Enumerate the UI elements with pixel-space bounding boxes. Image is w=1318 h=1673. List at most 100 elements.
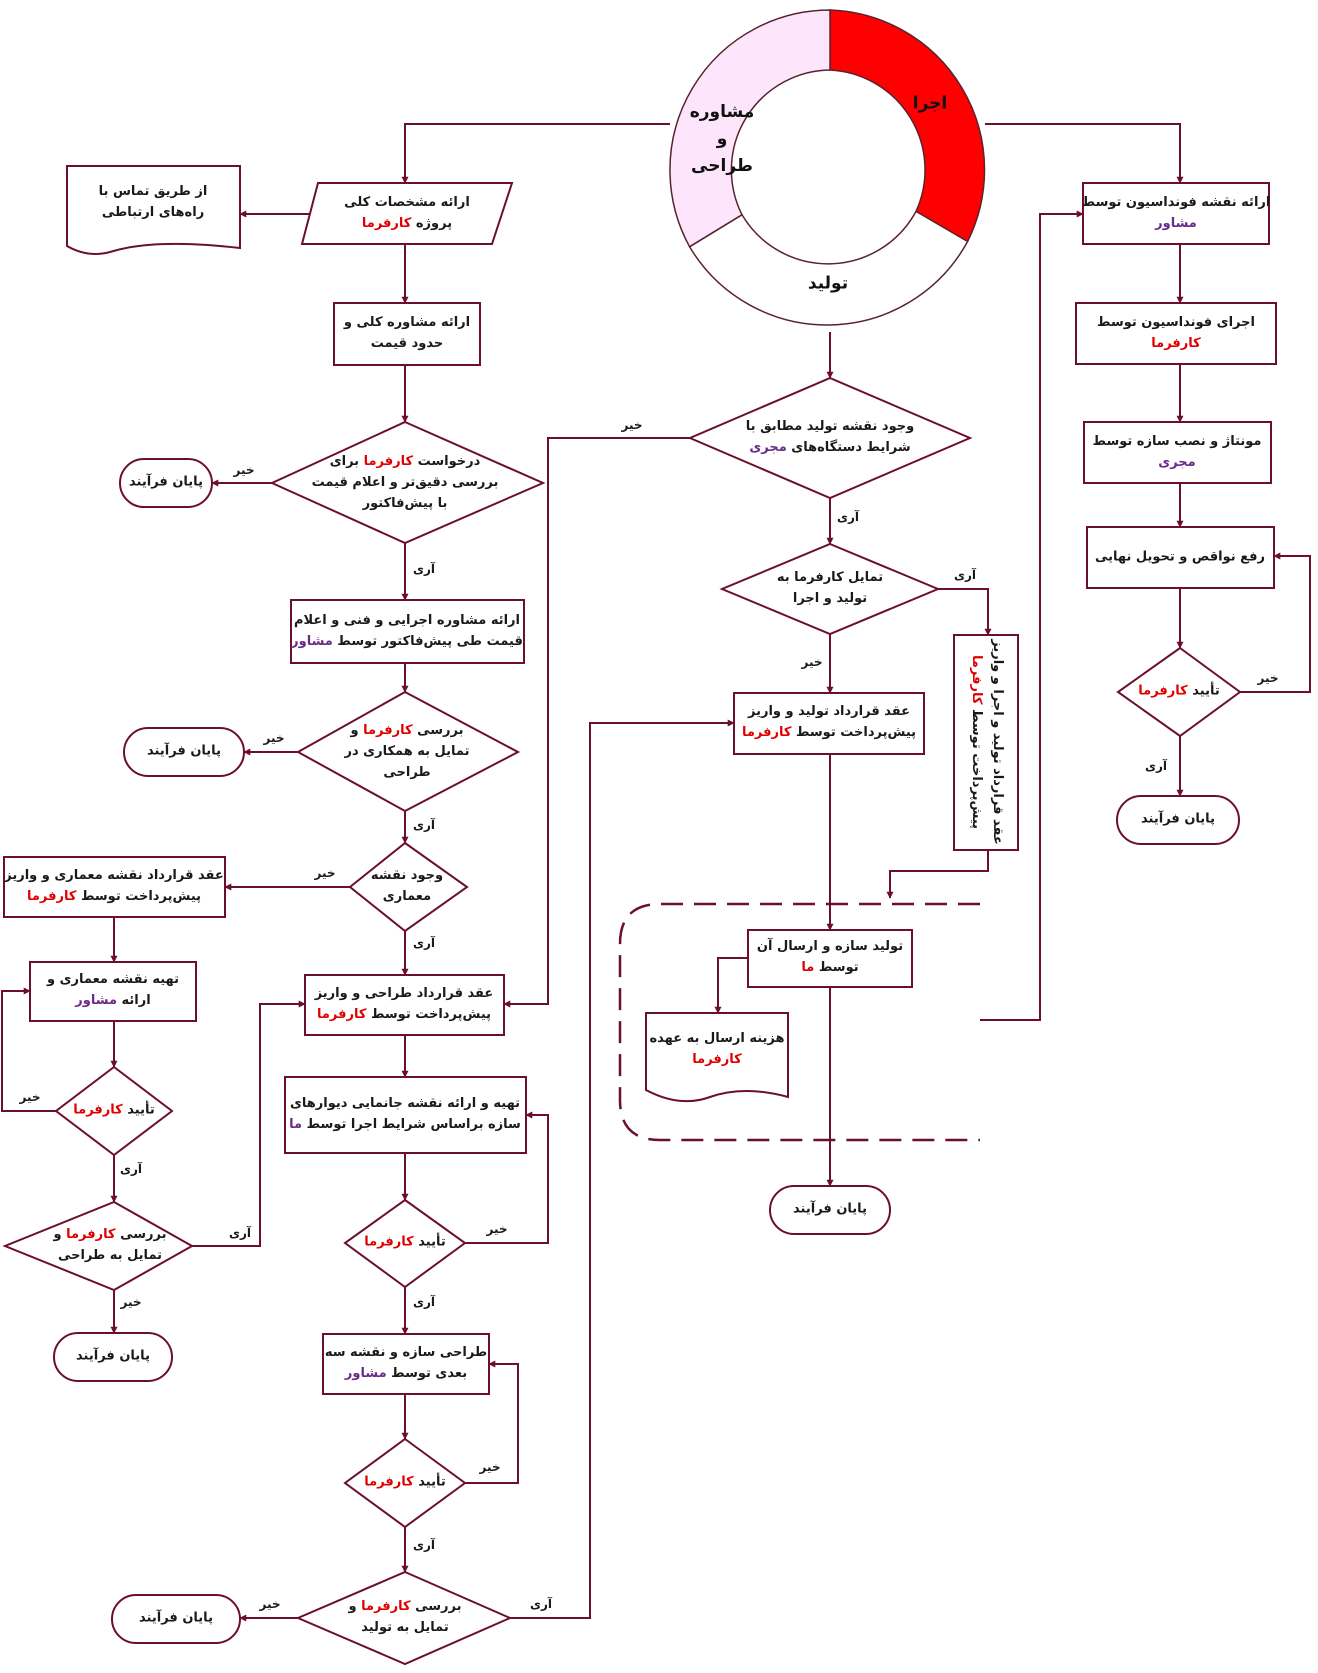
- node-consult: [333, 302, 481, 366]
- node-archprep: [29, 961, 197, 1022]
- label-no-prodmap: خیر: [621, 418, 643, 432]
- node-approveR: [1116, 646, 1242, 738]
- label-yes-request: آری: [412, 562, 436, 576]
- text-end5: پایان فرآیند: [793, 1201, 867, 1217]
- ring-segment-consult: [669, 9, 831, 248]
- node-end1: [119, 458, 213, 508]
- node-end5: [769, 1185, 891, 1235]
- node-contact: [66, 165, 241, 255]
- node-spec: [300, 182, 514, 245]
- ring-label-consult: مشاوره و طراحی: [690, 99, 755, 181]
- node-approve2: [343, 1437, 467, 1529]
- phase-ring: [669, 9, 986, 326]
- production-group-box: [618, 902, 980, 1142]
- ring-segment-execute: [829, 9, 986, 243]
- ring-consult-line3: طراحی: [691, 156, 753, 177]
- text-end3: پایان فرآیند: [76, 1348, 150, 1364]
- label-yes-prodmap: آری: [836, 510, 860, 524]
- node-review2: [2, 1200, 195, 1292]
- label-no-approveL: خیر: [19, 1090, 41, 1104]
- ring-label-execute: اجرا: [912, 93, 948, 114]
- edge-approveR-fix-no: [1240, 552, 1311, 693]
- node-request: [269, 420, 546, 545]
- node-fix: [1086, 526, 1275, 589]
- label-yes-archexist: آری: [412, 936, 436, 950]
- ring-consult-line2: و: [716, 129, 728, 150]
- label-no-review2: خیر: [120, 1295, 142, 1309]
- edge-ring-spec: [401, 123, 670, 184]
- text-fix: رفع نواقص و تحویل نهایی: [1094, 549, 1266, 565]
- edge-review2-designcontract: [192, 1000, 306, 1247]
- edge-approve1-layout-no: [465, 1111, 549, 1244]
- label-no-archexist: خیر: [314, 866, 336, 880]
- node-struct: [322, 1333, 490, 1395]
- text-approve2: تأیید کارفرما: [364, 1474, 446, 1490]
- edge-approve2-struct-no: [465, 1360, 519, 1484]
- edge-ring-foundmap: [985, 123, 1184, 184]
- text-end4: پایان فرآیند: [139, 1610, 213, 1626]
- label-yes-review1: آری: [412, 818, 436, 832]
- label-no-approve1: خیر: [486, 1222, 508, 1236]
- node-review1: [295, 690, 521, 813]
- node-mount: [1083, 421, 1272, 484]
- node-end3: [53, 1332, 173, 1382]
- ring-consult-line1: مشاوره: [689, 102, 755, 123]
- text-end1: پایان فرآیند: [129, 474, 203, 490]
- ring-segment-produce: [688, 210, 969, 326]
- label-yes-approve2: آری: [412, 1538, 436, 1552]
- edge-produce-shipcost: [714, 957, 748, 1014]
- edge-dashbox-foundmap: [980, 210, 1084, 1021]
- node-archcontract: [3, 856, 226, 918]
- node-fullcontract: [953, 634, 1019, 851]
- label-no-approveR: خیر: [1257, 671, 1279, 685]
- ring-label-produce: تولید: [807, 273, 849, 294]
- node-layout: [284, 1076, 527, 1154]
- node-found: [1075, 302, 1277, 365]
- edge-review3-prodcontract: [510, 719, 735, 1619]
- node-end4: [111, 1594, 241, 1644]
- label-yes-review3: آری: [529, 1597, 553, 1611]
- node-produce: [747, 929, 913, 988]
- text-approveR: تأیید کارفرما: [1138, 683, 1220, 699]
- node-end2: [123, 727, 245, 777]
- label-no-review1: خیر: [263, 731, 285, 745]
- label-no-review3: خیر: [259, 1597, 281, 1611]
- node-prodmap: [687, 376, 973, 500]
- edge-wish-fullcontract: [938, 588, 992, 636]
- text-end2: پایان فرآیند: [147, 743, 221, 759]
- node-prodcontract: [733, 692, 925, 755]
- label-yes-approveR: آری: [1144, 759, 1168, 773]
- node-end6: [1116, 795, 1240, 845]
- label-yes-review2: آری: [228, 1226, 252, 1240]
- node-designcontract: [304, 974, 505, 1036]
- node-approve1: [343, 1198, 467, 1289]
- node-foundmap: [1082, 182, 1270, 245]
- node-archexist: [348, 841, 469, 933]
- text-approveL: تأیید کارفرما: [73, 1102, 155, 1118]
- node-shipcost: [645, 1012, 789, 1103]
- label-no-request: خیر: [233, 463, 255, 477]
- label-no-approve2: خیر: [479, 1460, 501, 1474]
